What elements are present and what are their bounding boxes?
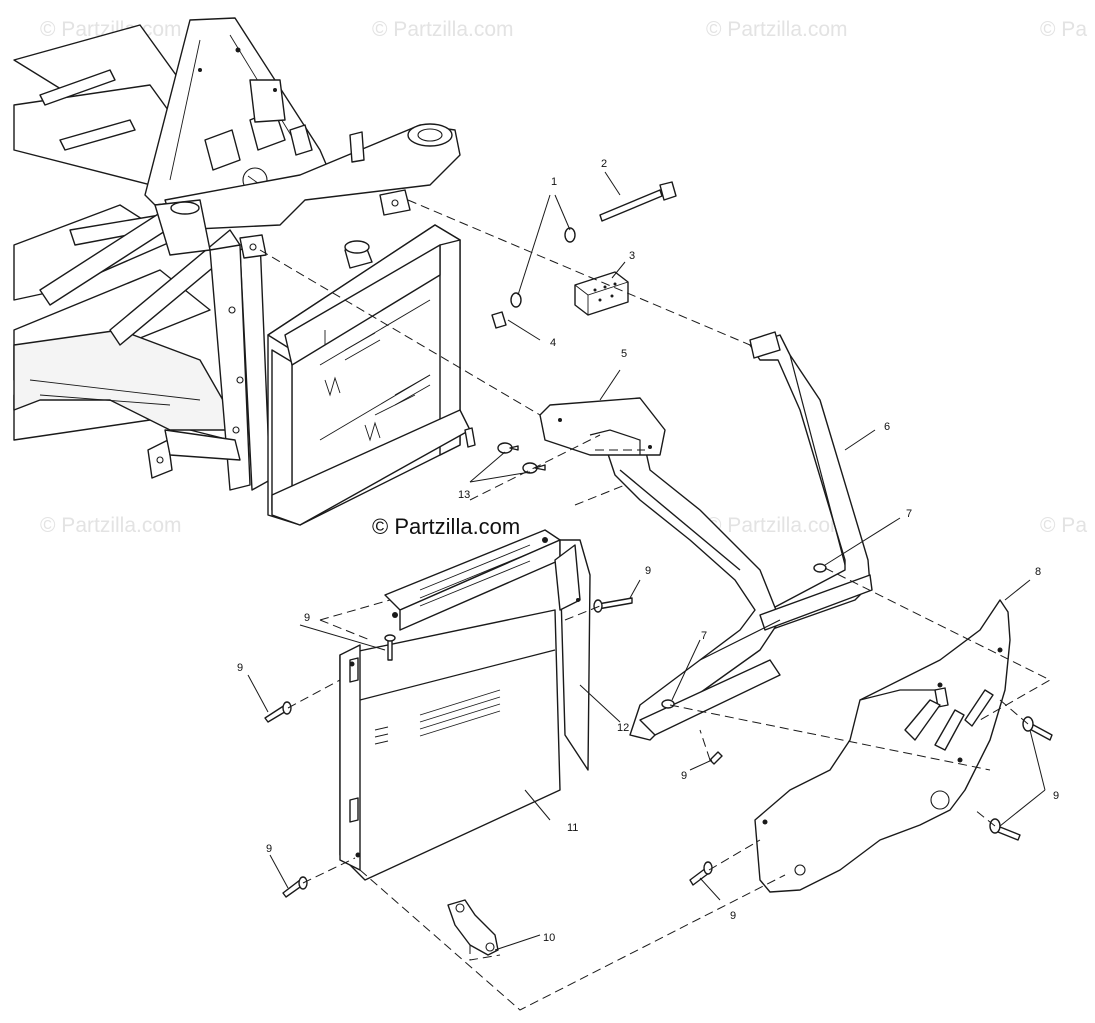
watermark-top-edge: © Pa [1040, 18, 1087, 41]
callout-6: 6 [884, 421, 891, 433]
callout-1: 1 [551, 176, 558, 188]
watermark-mid-edge: © Pa [1040, 514, 1087, 537]
callout-5: 5 [621, 348, 628, 360]
callout-9-lower-left: 9 [266, 843, 273, 855]
callout-10: 10 [543, 932, 556, 944]
callout-13: 13 [458, 489, 471, 501]
grille-tray [539, 397, 666, 456]
side-panel [554, 539, 591, 771]
callout-leaders [247, 171, 1046, 951]
fasteners [264, 181, 1053, 898]
callout-12: 12 [617, 722, 630, 734]
callout-9-upper: 9 [645, 565, 652, 577]
callout-9-right: 9 [1053, 790, 1060, 802]
callout-9-louver: 9 [304, 612, 311, 624]
callout-2: 2 [601, 158, 608, 170]
radiator-shroud [339, 609, 561, 881]
watermark-center: © Partzilla.com [372, 514, 521, 539]
callout-3: 3 [629, 250, 636, 262]
assembly-lines [259, 199, 1052, 1011]
callout-7-lower: 7 [701, 630, 708, 642]
watermark-top-right: © Partzilla.com [706, 18, 848, 41]
radiator [267, 224, 476, 526]
callout-11: 11 [567, 822, 579, 834]
watermark-mid-right: © Partzilla.com [706, 514, 848, 537]
callout-8: 8 [1035, 566, 1042, 578]
watermark-mid-left: © Partzilla.com [40, 514, 182, 537]
callout-9-bumper: 9 [681, 770, 688, 782]
watermark-top-center: © Partzilla.com [372, 18, 514, 41]
callout-4: 4 [550, 337, 557, 349]
callout-9-lower-right: 9 [730, 910, 737, 922]
callout-7-upper: 7 [906, 508, 913, 520]
mount-bracket [447, 899, 499, 956]
vehicle-frame [13, 17, 461, 491]
callout-9-left: 9 [237, 662, 244, 674]
skid-plate [754, 599, 1011, 893]
front-panel-louver [384, 529, 561, 631]
